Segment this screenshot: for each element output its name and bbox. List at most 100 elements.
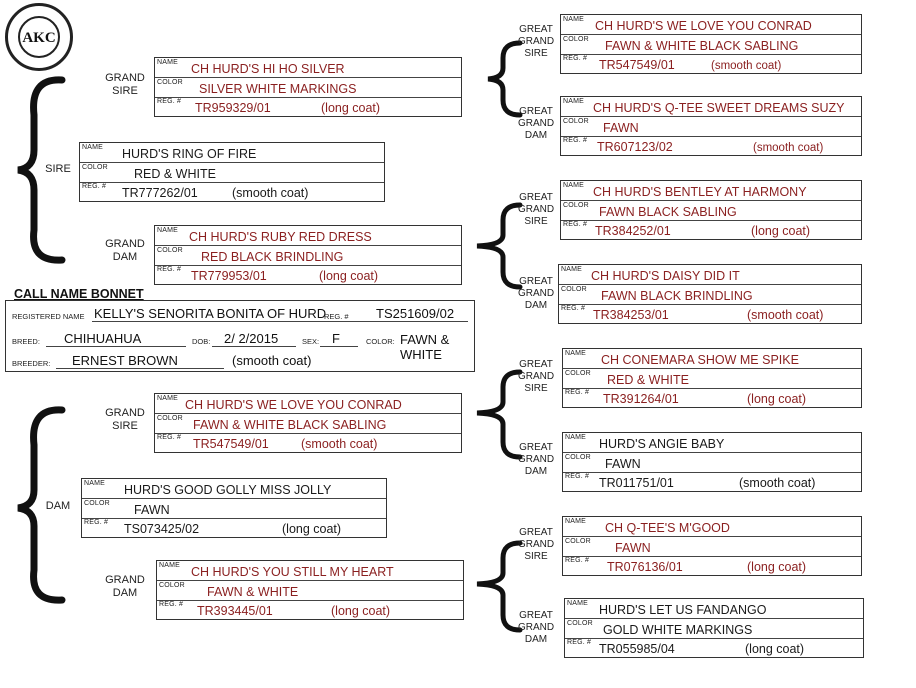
role-ggs-4: GREAT GRAND SIRE [517, 527, 555, 562]
dog-reg: TR384253/01 [593, 308, 669, 322]
dog-color: FAWN BLACK BRINDLING [601, 289, 753, 303]
field-label: COLOR [565, 454, 591, 461]
role-ggd-1: GREAT GRAND DAM [517, 106, 555, 141]
dog-name: HURD'S ANGIE BABY [599, 437, 725, 451]
dog-box-ggs-2: NAME CH HURD'S BENTLEY AT HARMONY COLOR FA… [560, 180, 862, 240]
dog-color: FAWN & WHITE BLACK SABLING [605, 39, 799, 53]
dog-name: HURD'S RING OF FIRE [122, 147, 257, 161]
dog-coat: (long coat) [745, 642, 805, 656]
dog-color: FAWN & WHITE [207, 585, 299, 599]
registered-name: KELLY'S SENORITA BONITA OF HURD [94, 306, 327, 321]
field-label: NAME [157, 227, 179, 234]
field-label: REG. # [84, 519, 109, 526]
dog-coat: (long coat) [321, 101, 381, 115]
dog-coat: (smooth coat) [301, 437, 378, 451]
field-label: COLOR [84, 500, 110, 507]
dog-reg: TR055985/04 [599, 642, 675, 656]
akc-seal-text: AKC [18, 16, 60, 58]
dog-color: GOLD WHITE MARKINGS [603, 623, 753, 637]
registration-coat: (smooth coat) [232, 353, 312, 368]
dob: 2/ 2/2015 [224, 331, 279, 346]
reg-number: TS251609/02 [376, 306, 455, 321]
field-label: NAME [563, 182, 585, 189]
dam-brace [17, 406, 66, 604]
field-label: COLOR [82, 164, 108, 171]
field-label: NAME [84, 480, 106, 487]
dog-reg: TR011751/01 [599, 476, 674, 490]
field-label: NAME [565, 518, 587, 525]
dog-reg: TR547549/01 [599, 58, 675, 72]
role-ggs-1: GREAT GRAND SIRE [517, 24, 555, 59]
dog-coat: (smooth coat) [753, 142, 824, 154]
sire-brace [17, 76, 66, 264]
dog-name: HURD'S LET US FANDANGO [599, 603, 767, 617]
dog-color: FAWN [615, 541, 651, 555]
sex-label: SEX: [302, 337, 320, 346]
field-label: REG. # [565, 557, 590, 564]
role-sire: SIRE [45, 163, 71, 175]
field-label: REG. # [157, 98, 182, 105]
dog-name: CH HURD'S BENTLEY AT HARMONY [593, 185, 807, 199]
call-name: CALL NAME BONNET [14, 287, 144, 301]
role-ggs-2: GREAT GRAND SIRE [517, 192, 555, 227]
breed: CHIHUAHUA [64, 331, 142, 346]
breed-label: BREED: [12, 337, 40, 346]
field-label: REG. # [565, 389, 590, 396]
dog-name: HURD'S GOOD GOLLY MISS JOLLY [124, 483, 332, 497]
field-label: COLOR [563, 202, 589, 209]
dog-reg: TR959329/01 [195, 101, 271, 115]
field-label: NAME [563, 98, 585, 105]
dog-box-grand-dam-1: NAME CH HURD'S RUBY RED DRESS COLOR RED BL… [154, 225, 462, 285]
dog-reg: TR076136/01 [607, 560, 683, 574]
dog-color: FAWN [605, 457, 641, 471]
field-label: COLOR [567, 620, 593, 627]
field-label: NAME [565, 350, 587, 357]
registered-name-label: REGISTERED NAME [12, 312, 85, 321]
role-grand-sire-1: GRAND SIRE [105, 72, 145, 97]
dog-color: FAWN [134, 503, 170, 517]
role-dam: DAM [45, 500, 71, 512]
dog-name: CH HURD'S WE LOVE YOU CONRAD [595, 19, 812, 33]
dog-color: FAWN BLACK SABLING [599, 205, 737, 219]
field-label: REG. # [561, 305, 586, 312]
brace-4 [476, 540, 523, 633]
dog-coat: (smooth coat) [747, 308, 824, 322]
field-label: NAME [563, 16, 585, 23]
dog-coat: (smooth coat) [232, 186, 309, 200]
dog-reg: TR393445/01 [197, 604, 273, 618]
dog-coat: (long coat) [747, 560, 807, 574]
breeder: ERNEST BROWN [72, 353, 178, 368]
field-label: REG. # [563, 221, 588, 228]
role-ggd-3: GREAT GRAND DAM [517, 442, 555, 477]
dog-name: CH HURD'S DAISY DID IT [591, 269, 740, 283]
dog-color: FAWN [603, 121, 639, 135]
akc-seal-logo: AKC [5, 3, 73, 71]
dog-name: CH HURD'S Q-TEE SWEET DREAMS SUZY [593, 101, 845, 115]
field-label: COLOR [157, 79, 183, 86]
dog-color: FAWN & WHITE BLACK SABLING [193, 418, 387, 432]
dog-reg: TR779953/01 [191, 269, 267, 283]
breeder-label: BREEDER: [12, 359, 51, 368]
field-label: COLOR [157, 415, 183, 422]
reg-color: FAWN & WHITE [400, 332, 450, 362]
dog-color: RED BLACK BRINDLING [201, 250, 344, 264]
role-ggd-4: GREAT GRAND DAM [517, 610, 555, 645]
role-ggd-2: GREAT GRAND DAM [517, 276, 555, 311]
dog-name: CH HURD'S RUBY RED DRESS [189, 230, 372, 244]
dog-name: CH HURD'S YOU STILL MY HEART [191, 565, 394, 579]
dog-reg: TR384252/01 [595, 224, 671, 238]
field-label: COLOR [563, 118, 589, 125]
dog-reg: TR547549/01 [193, 437, 269, 451]
field-label: COLOR [561, 286, 587, 293]
dog-coat: (long coat) [282, 522, 342, 536]
field-label: COLOR [157, 247, 183, 254]
dog-box-dam: NAME HURD'S GOOD GOLLY MISS JOLLY COLOR FA… [81, 478, 387, 538]
